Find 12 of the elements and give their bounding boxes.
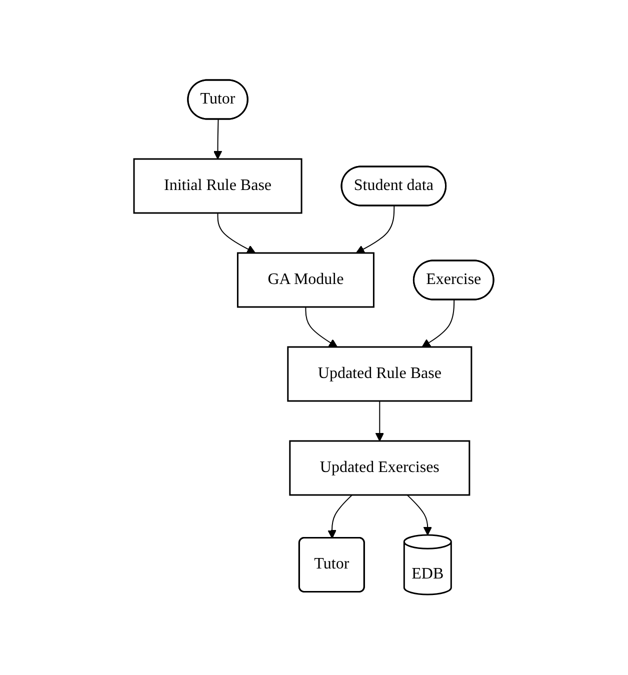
node-box: GA Module xyxy=(237,252,375,308)
node-box: Initial Rule Base xyxy=(133,158,302,214)
arrow xyxy=(328,494,353,539)
arrow xyxy=(218,212,256,254)
arrow xyxy=(356,206,395,254)
arrow xyxy=(376,400,384,442)
arrow xyxy=(305,306,338,348)
arrow xyxy=(214,119,222,160)
arrow xyxy=(406,494,432,536)
node-box: Updated Exercises xyxy=(289,440,470,496)
node-box: Updated Rule Base xyxy=(287,346,472,402)
arrow xyxy=(422,300,455,348)
